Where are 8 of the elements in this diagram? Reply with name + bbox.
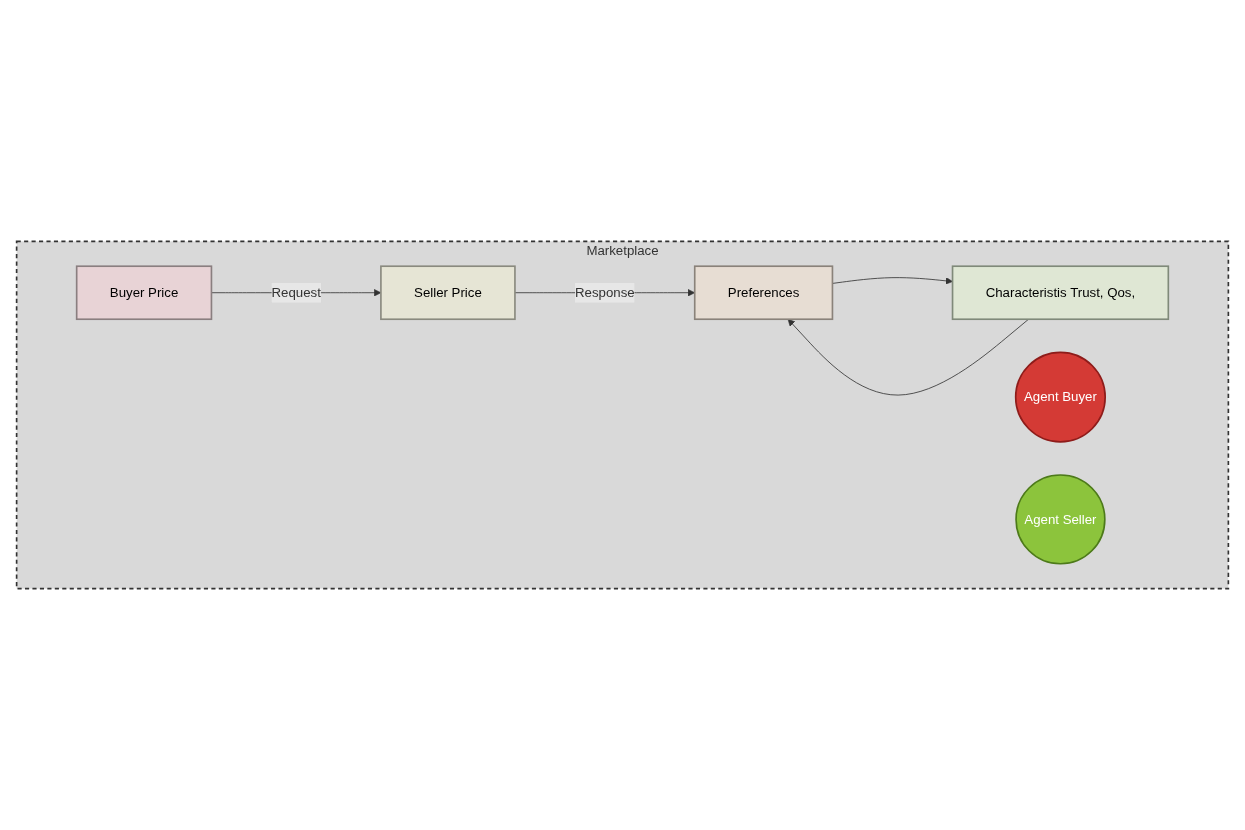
node-circle: Agent Buyer bbox=[1014, 351, 1106, 443]
node-box: Buyer Price bbox=[75, 265, 213, 321]
edge-label: Request bbox=[271, 285, 321, 300]
node-box: Characteristis Trust, Qos, bbox=[951, 265, 1170, 321]
node-box: Seller Price bbox=[380, 265, 516, 321]
edge-label: Response bbox=[575, 285, 635, 300]
node-circle: Agent Seller bbox=[1015, 474, 1106, 565]
node-box: Preferences bbox=[693, 265, 834, 321]
